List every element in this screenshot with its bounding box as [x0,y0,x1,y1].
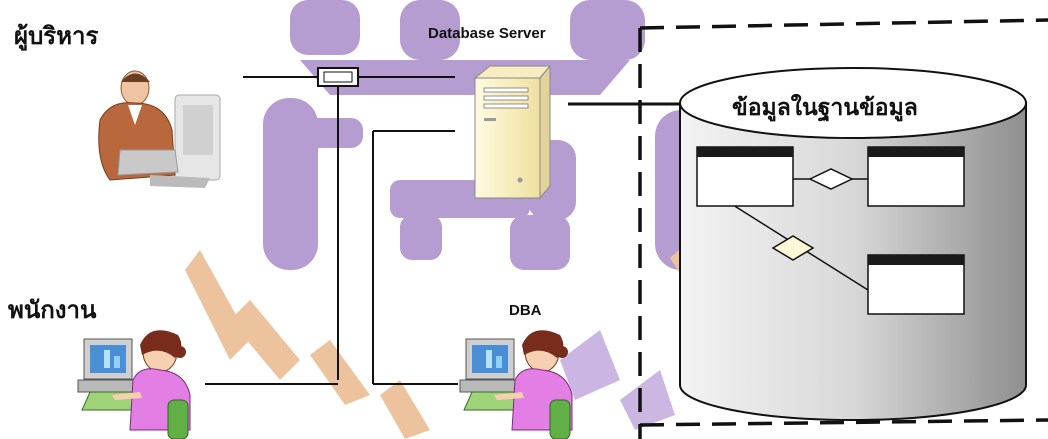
network-hub-icon [317,67,359,87]
woman-at-computer-icon [77,330,191,439]
database-content-label: ข้อมูลในฐานข้อมูล [732,94,918,121]
entity-box-1 [696,146,794,207]
database-server-label: Database Server [428,25,546,42]
staff-label: พนักงาน [8,295,97,324]
database-boundary-dashed [638,18,1048,439]
entity-box-3 [867,254,965,315]
relationship-diamond-1 [808,168,854,190]
businessman-at-computer-icon [98,70,221,188]
server-tower-icon [473,64,552,200]
relationship-diamond-2 [771,235,815,261]
entity-box-2 [867,146,965,207]
woman-at-computer-icon [459,330,573,439]
executive-label: ผู้บริหาร [14,21,99,50]
er-diagram [696,146,965,315]
dba-label: DBA [509,302,542,319]
